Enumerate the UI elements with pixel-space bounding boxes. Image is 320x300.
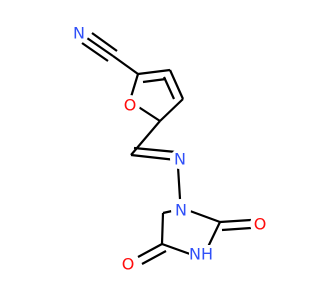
bond-c4-c5 bbox=[159, 98, 184, 122]
bond-nitrile-line-2 bbox=[91, 32, 118, 52]
bond-c2-c3 bbox=[137, 68, 171, 76]
bond-cn-c2 bbox=[112, 55, 139, 75]
bond-n1-c2 bbox=[189, 209, 221, 224]
bond-c4-c5 bbox=[160, 212, 165, 245]
bond-c4-o-double bbox=[141, 250, 167, 265]
bond-c3-c4 bbox=[168, 69, 185, 100]
bond-c2-n3 bbox=[206, 221, 221, 250]
nh-h-text: H bbox=[201, 245, 213, 264]
bond-nitrile-line-1 bbox=[86, 37, 114, 57]
bond-n-n1 bbox=[176, 166, 182, 200]
carbonyl-o4-label: O bbox=[118, 254, 138, 274]
bonds bbox=[81, 32, 252, 265]
bond-n3-c4 bbox=[161, 242, 191, 256]
bond-c4-o bbox=[137, 243, 163, 258]
ring-n1-text: N bbox=[175, 201, 187, 220]
atom-labels: N O N N N H O O bbox=[69, 23, 270, 274]
bond-c5-o1 bbox=[136, 105, 161, 122]
imine-n-text: N bbox=[174, 150, 186, 169]
carbonyl-o4-text: O bbox=[122, 255, 135, 274]
bond-c2-c3-double bbox=[142, 77, 167, 84]
bond-c2-o bbox=[219, 218, 252, 224]
bond-o1-c2 bbox=[129, 73, 140, 98]
furan-o-text: O bbox=[124, 96, 137, 115]
bond-nitrile-line-3 bbox=[81, 42, 109, 62]
furan-oxygen-label: O bbox=[120, 95, 140, 115]
ring-n1-label: N bbox=[171, 200, 191, 220]
carbonyl-o2-label: O bbox=[250, 214, 270, 234]
bond-c2-o-double bbox=[221, 226, 252, 232]
imine-nitrogen-label: N bbox=[170, 149, 190, 169]
bond-c5-ch bbox=[130, 120, 161, 156]
nh-label: N H bbox=[189, 245, 215, 264]
bond-ch-n-double bbox=[133, 146, 177, 154]
bond-ch-n bbox=[130, 153, 177, 162]
nitrile-nitrogen-label: N bbox=[69, 23, 89, 43]
nitrile-n-text: N bbox=[73, 24, 85, 43]
molecule-diagram: N O N N N H O O bbox=[69, 23, 270, 274]
bond-c3-c4-double bbox=[162, 76, 176, 100]
carbonyl-o2-text: O bbox=[254, 215, 267, 234]
nh-n-text: N bbox=[189, 245, 201, 264]
bond-c5-n1 bbox=[162, 209, 173, 215]
